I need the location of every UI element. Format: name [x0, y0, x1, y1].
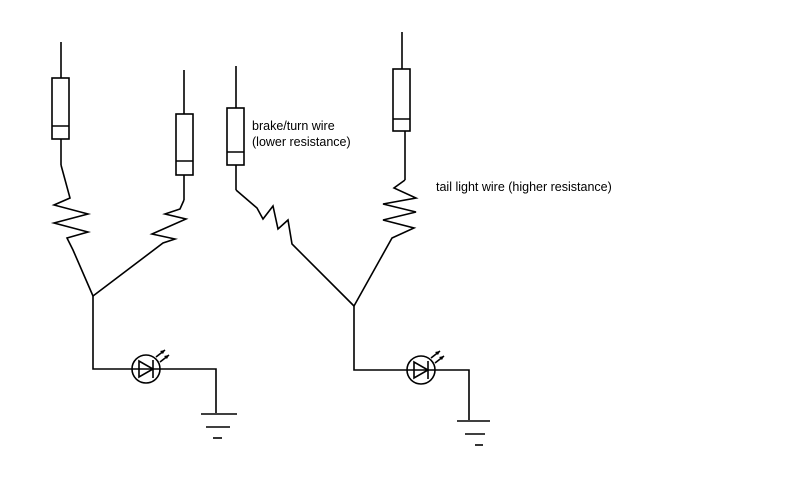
brake-turn-wire-label-line-1: brake/turn wire	[252, 119, 335, 133]
right-circuit-ground-wire	[435, 369, 470, 420]
left-circuit-plug-2	[175, 70, 194, 200]
right-circuit-resistor-brake-turn	[235, 189, 355, 307]
left-circuit	[50, 42, 237, 439]
right-circuit-led	[406, 350, 445, 385]
right-circuit-output-wire	[353, 306, 406, 371]
right-circuit-plug-brake-turn	[226, 66, 245, 190]
left-circuit-resistor-2	[92, 199, 189, 297]
left-circuit-ground	[201, 413, 237, 439]
right-circuit-plug-tail-light	[392, 32, 411, 180]
right-circuit	[226, 32, 490, 446]
tail-light-wire-label-line-1: tail light wire (higher resistance)	[436, 180, 612, 194]
brake-turn-wire-label: brake/turn wire (lower resistance)	[252, 118, 351, 150]
right-circuit-ground	[457, 420, 490, 446]
tail-light-wire-label: tail light wire (higher resistance)	[436, 179, 612, 195]
brake-turn-wire-label-line-2: (lower resistance)	[252, 135, 351, 149]
left-circuit-led	[131, 349, 170, 384]
left-circuit-ground-wire	[160, 368, 217, 413]
left-circuit-output-wire	[92, 296, 132, 370]
left-circuit-resistor-1	[50, 164, 94, 297]
right-circuit-resistor-tail-light	[353, 179, 419, 307]
left-circuit-plug-1	[51, 42, 70, 165]
